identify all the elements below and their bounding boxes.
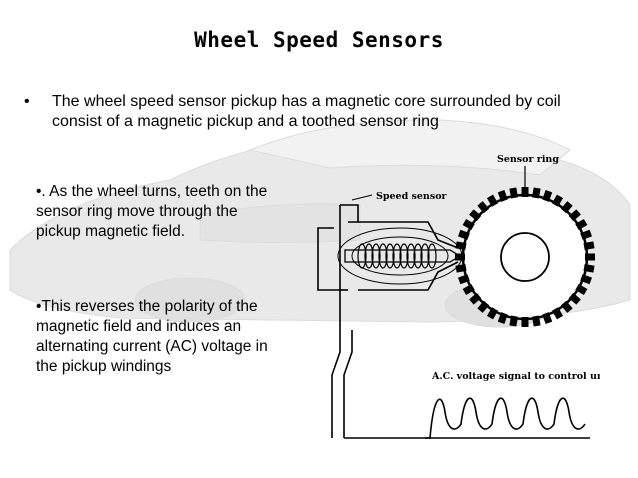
slide-title: Wheel Speed Sensors — [194, 28, 444, 52]
gear-tooth — [497, 312, 508, 324]
gear-tooth — [486, 307, 499, 320]
sensor-cable-right — [343, 330, 353, 438]
sensor-cable-left — [331, 290, 341, 438]
gear-tooth — [477, 300, 490, 313]
coil-turn — [420, 243, 430, 269]
speed-sensor-label: Speed sensor — [376, 191, 448, 202]
pickup-coil-windings — [357, 243, 437, 269]
gear-tooth — [585, 253, 595, 261]
gear-tooth — [580, 229, 592, 240]
coil-turn — [371, 243, 381, 269]
gear-tooth — [531, 187, 541, 199]
sensor-ring-gear — [455, 187, 595, 327]
gear-tooth — [568, 292, 581, 305]
gear-tooth — [542, 190, 553, 202]
gear-tooth — [583, 263, 595, 273]
wheel-speed-sensor-diagram: Sensor ring Speed sensor A.C. voltage si… — [317, 154, 600, 439]
coil-turn — [406, 243, 416, 269]
coil-turn — [357, 243, 367, 269]
magnetic-core — [344, 249, 462, 263]
gear-tooth — [531, 315, 541, 327]
gear-tooth — [542, 312, 553, 324]
bullet-symbol: • — [24, 93, 30, 110]
gear-tooth — [560, 300, 573, 313]
coil-turn — [413, 243, 423, 269]
ac-voltage-waveform — [425, 397, 586, 439]
main-bullet: • The wheel speed sensor pickup has a ma… — [24, 92, 604, 132]
gear-tooth — [458, 229, 470, 240]
coil-turn — [427, 243, 437, 269]
coil-turn — [385, 243, 395, 269]
gear-tooth — [575, 283, 588, 296]
gear-tooth — [469, 209, 482, 222]
gear-tooth — [583, 241, 595, 251]
gear-tooth — [462, 283, 475, 296]
gear-tooth — [477, 201, 490, 214]
coil-turn — [378, 243, 388, 269]
main-bullet-text: The wheel speed sensor pickup has a magn… — [52, 93, 561, 130]
sub-point-turning-teeth: •. As the wheel turns, teeth on the sens… — [36, 183, 268, 240]
coil-turn — [392, 243, 402, 269]
gear-tooth — [497, 190, 508, 202]
gear-tooth — [462, 218, 475, 231]
gear-tooth — [551, 194, 564, 207]
gear-tooth — [560, 201, 573, 214]
coil-turn — [364, 243, 374, 269]
gear-tooth — [509, 315, 519, 327]
ac-signal-label: A.C. voltage signal to control unit — [431, 371, 600, 382]
sensor-ring-label: Sensor ring — [497, 154, 559, 165]
gear-tooth — [469, 292, 482, 305]
gear-tooth — [486, 194, 499, 207]
gear-tooth — [575, 218, 588, 231]
sub-point-ac-voltage: •This reverses the polarity of the magne… — [36, 298, 268, 375]
coil-turn — [399, 243, 409, 269]
gear-tooth — [458, 274, 470, 285]
speed-sensor-body — [317, 204, 463, 291]
gear-tooth — [580, 274, 592, 285]
gear-tooth — [551, 307, 564, 320]
gear-tooth — [509, 187, 519, 199]
speed-sensor-leader — [351, 194, 373, 201]
gear-tooth — [521, 317, 529, 327]
gear-tooth — [455, 241, 467, 251]
gear-tooth — [568, 209, 581, 222]
